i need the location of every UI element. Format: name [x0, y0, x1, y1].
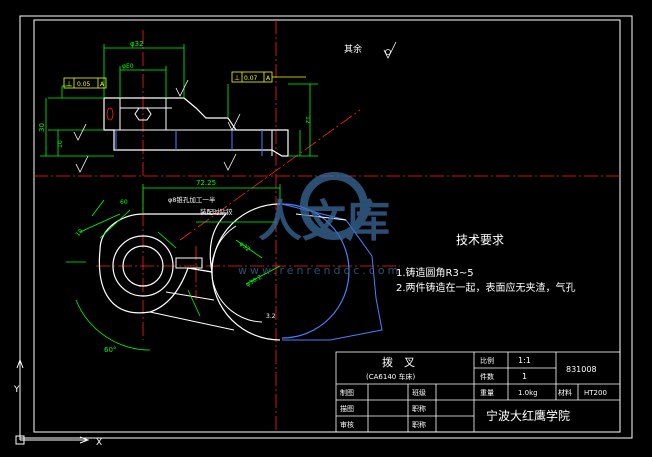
ucs-y-label: Y — [13, 385, 20, 395]
dim-height: 12 — [304, 116, 311, 124]
fcf-right: ⊥ 0.07 A — [231, 71, 306, 83]
dim-roughness-32: 3.2 — [266, 313, 276, 320]
roughness-other-label: 其余 — [344, 43, 362, 55]
dim-len: 72.25 — [196, 179, 216, 187]
title-label-2: 职称 — [412, 420, 426, 429]
class-label: 班级 — [412, 388, 426, 397]
title-block — [335, 351, 621, 433]
fcf-left: ⊥ 0.05 A — [63, 77, 107, 89]
dim-r60: 60 — [120, 199, 128, 206]
dim-r10: 10 — [74, 228, 84, 238]
roughness-symbols — [73, 41, 397, 173]
title-label: 职称 — [412, 404, 426, 413]
hole-note: φ8锥孔加工一半 — [168, 195, 216, 204]
checker-label: 描图 — [340, 404, 354, 413]
plan-view — [98, 203, 383, 341]
watermark-sub: www.renrendoc.com — [238, 264, 401, 277]
drawing-no: 831008 — [566, 365, 597, 374]
inner-border — [33, 19, 621, 433]
fcf-right-sym: ⊥ — [234, 74, 240, 82]
scale-value: 1:1 — [518, 356, 531, 365]
tech-req-title: 技术要求 — [456, 233, 504, 247]
reviewer-label: 审核 — [340, 420, 354, 429]
watermark-text: 人文库 — [258, 196, 390, 247]
front-view — [103, 97, 289, 157]
dim-10: 10 — [57, 140, 64, 148]
part-name: 拨 叉 — [382, 355, 415, 369]
fcf-left-sym: ⊥ — [66, 80, 72, 88]
fcf-right-datum: A — [266, 75, 271, 82]
dim-60deg: 60° — [104, 346, 116, 354]
dim-bore: φE0 — [122, 63, 134, 70]
dim-phi32-top: φ32 — [130, 40, 144, 48]
scale-label: 比例 — [480, 356, 494, 365]
drafter-label: 制图 — [340, 388, 354, 397]
watermark: 人文库 www.renrendoc.com — [238, 172, 401, 277]
qty-value: 1 — [522, 372, 527, 381]
dim-phi32: φ32 — [238, 240, 252, 253]
material-label: 材料 — [558, 388, 572, 397]
ucs-x-label: X — [96, 438, 102, 448]
tech-req-item-2: 2.两件铸造在一起，表面应无夹渣，气孔 — [396, 281, 576, 294]
tech-req-item-1: 1.铸造圆角R3~5 — [396, 266, 474, 279]
fcf-right-tol: 0.07 — [244, 75, 258, 82]
part-sub: (CA6140 车床) — [366, 372, 415, 381]
material-value: HT200 — [584, 389, 607, 397]
fcf-left-tol: 0.05 — [77, 81, 91, 88]
dim-30: 30 — [38, 123, 46, 132]
weight-value: 1.0kg — [518, 389, 538, 397]
outer-border — [19, 15, 633, 439]
weight-label: 重量 — [480, 389, 494, 397]
fcf-left-datum: A — [100, 81, 105, 88]
hole-note-2: 装配时钻铰 — [200, 207, 233, 216]
qty-label: 件数 — [480, 372, 494, 381]
plan-view-dimensions — [66, 184, 281, 351]
ucs-icon — [15, 358, 90, 445]
school-name: 宁波大红鹰学院 — [486, 408, 570, 423]
front-view-dimensions — [40, 44, 318, 157]
